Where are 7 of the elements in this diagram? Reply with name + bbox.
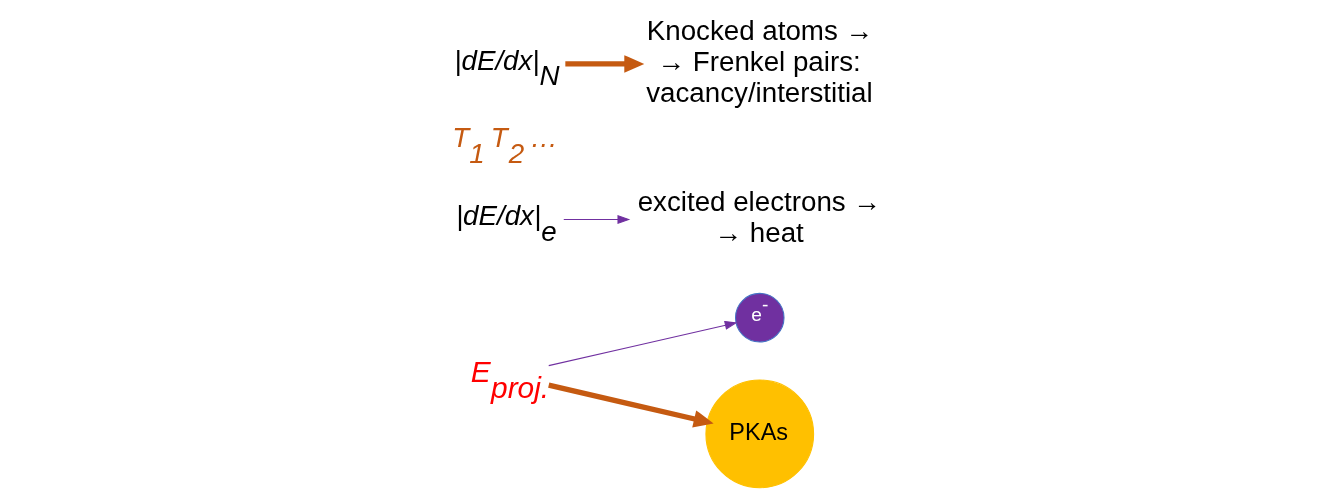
node-text: excited electrons → → heat (637, 185, 882, 248)
arrow (548, 381, 714, 427)
arrow (563, 214, 631, 224)
node-text: Knocked atoms → → Frenkel pairs: vacancy/interstitial (646, 14, 874, 108)
node-circle: PKAs (705, 379, 815, 488)
arrow (565, 54, 645, 73)
arrow (548, 320, 738, 366)
